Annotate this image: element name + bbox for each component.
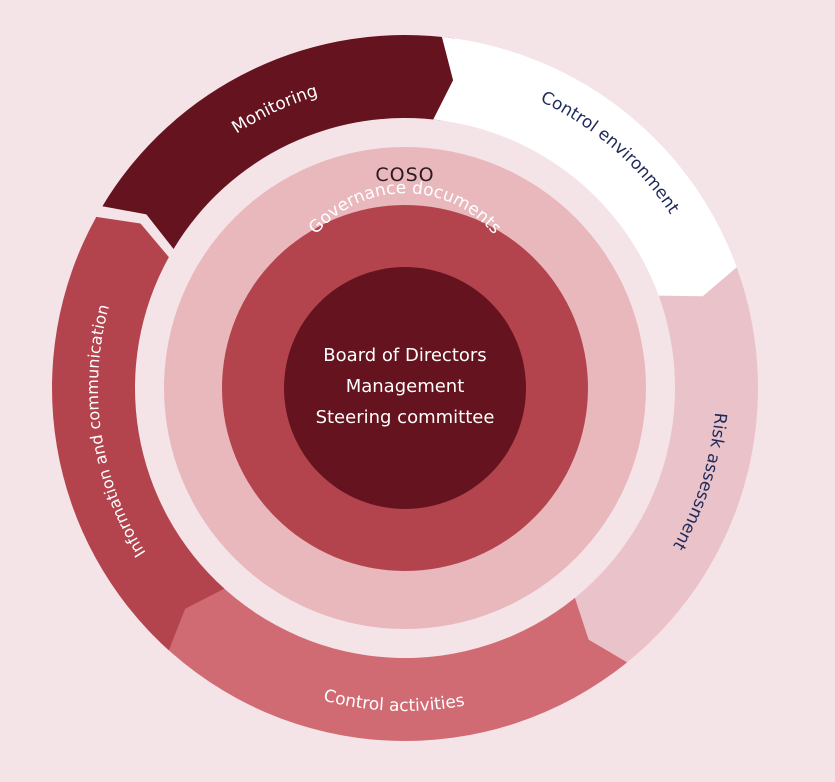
component-cycle	[51, 35, 758, 742]
coso-label: COSO	[375, 164, 435, 186]
core-line-management: Management	[345, 376, 465, 397]
core-line-board: Board of Directors	[323, 345, 487, 366]
monitoring-segment	[102, 35, 464, 249]
control-activities-segment	[159, 582, 628, 742]
core-line-steering: Steering committee	[315, 407, 495, 428]
risk-assessment-segment	[567, 267, 758, 670]
information-communication-segment	[51, 216, 225, 651]
core-circle	[284, 267, 526, 509]
control-environment-segment	[433, 36, 741, 307]
